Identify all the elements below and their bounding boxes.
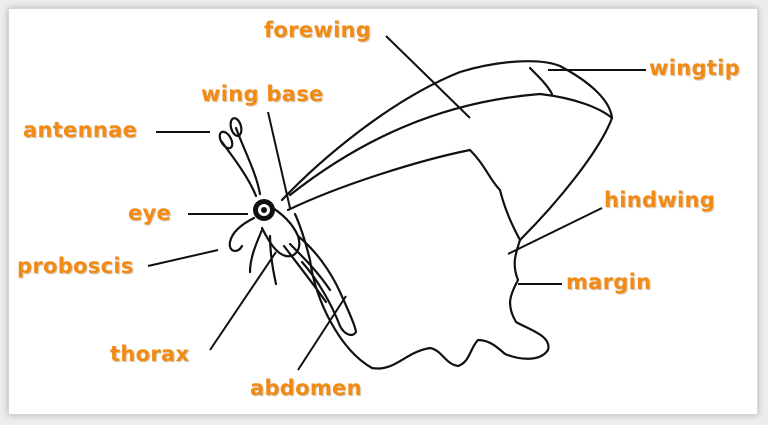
proboscis-curl (230, 218, 254, 251)
label-hindwing: hindwing (604, 190, 715, 211)
label-antennae: antennae (23, 120, 137, 141)
label-margin: margin (566, 272, 651, 293)
label-proboscis: proboscis (17, 256, 134, 277)
leg-1 (250, 230, 262, 272)
leader-abdomen (298, 296, 346, 370)
label-forewing: forewing (264, 20, 371, 41)
leader-thorax (210, 252, 276, 350)
label-wing-base: wing base (201, 84, 324, 105)
label-abdomen: abdomen (250, 378, 362, 399)
wingtip-notch (530, 68, 552, 94)
forewing-vein (290, 94, 540, 195)
antenna-1 (222, 142, 256, 196)
leg-3 (284, 246, 326, 302)
hindwing-costa (288, 150, 520, 240)
leader-proboscis (148, 250, 218, 266)
hindwing-margin (295, 214, 548, 369)
antenna-2 (236, 128, 260, 194)
label-thorax: thorax (110, 344, 189, 365)
leader-wing-base (268, 112, 290, 208)
forewing-outline (282, 61, 612, 240)
label-eye: eye (128, 203, 171, 224)
label-wingtip: wingtip (649, 58, 740, 79)
leader-hindwing (508, 208, 602, 254)
leader-forewing (386, 36, 470, 118)
